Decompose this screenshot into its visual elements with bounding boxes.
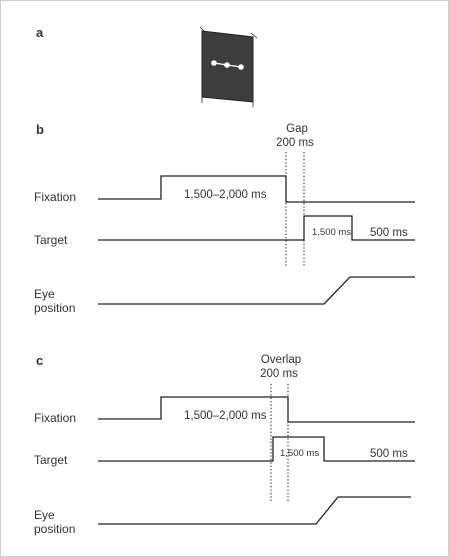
target-trace [98, 215, 415, 241]
screen-edge [250, 32, 258, 39]
display-screen [199, 26, 258, 107]
post-duration-label: 500 ms [370, 448, 408, 460]
overlap-label: Overlap [261, 354, 301, 366]
target-trace [98, 436, 415, 462]
eye-row-label-line2: position [34, 522, 75, 536]
peripheral-target-left [211, 60, 217, 66]
target-row-label: Target [34, 453, 68, 467]
target-duration-label: 1,500 ms [280, 448, 319, 459]
fixation-trace [98, 175, 415, 203]
eye-position-trace [98, 276, 415, 305]
gap-duration-label: 200 ms [276, 137, 314, 149]
eye-row-label-line1: Eye [34, 508, 55, 522]
panel-c-label: c [36, 353, 43, 368]
target-duration-label: 1,500 ms [312, 227, 351, 238]
fixation-duration-label: 1,500–2,000 ms [184, 410, 267, 422]
fixation-trace [98, 396, 415, 423]
central-fixation-point [224, 62, 230, 68]
fixation-row-label: Fixation [34, 411, 76, 425]
fixation-duration-label: 1,500–2,000 ms [184, 189, 267, 201]
panel-a-label: a [36, 25, 44, 40]
panel-b-label: b [36, 122, 44, 137]
screen-edge [199, 26, 206, 33]
fixation-row-label: Fixation [34, 190, 76, 204]
post-duration-label: 500 ms [370, 227, 408, 239]
gap-label: Gap [286, 123, 308, 135]
peripheral-target-right [238, 64, 244, 70]
eye-row-label-line2: position [34, 301, 75, 315]
overlap-duration-label: 200 ms [260, 368, 298, 380]
eye-position-trace [98, 496, 411, 525]
target-row-label: Target [34, 233, 68, 247]
eye-row-label-line1: Eye [34, 287, 55, 301]
